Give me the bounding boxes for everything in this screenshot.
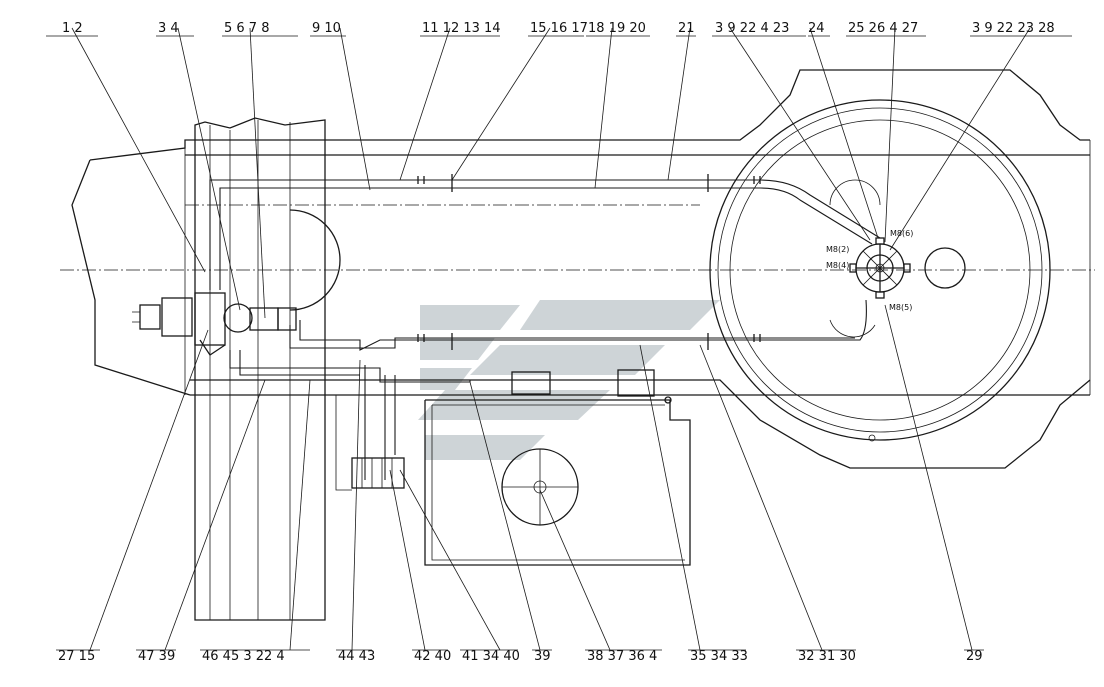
leader-lines — [71, 27, 1031, 651]
callout-bottom-8: 38 37 36 4 — [587, 649, 657, 664]
large-wheel — [709, 99, 1051, 442]
callout-bottom-2: 47 39 — [138, 649, 175, 664]
callout-bottom-5: 42 40 — [414, 649, 451, 664]
callout-bottom-1: 27 15 — [58, 649, 95, 664]
valve-bank — [351, 457, 405, 489]
callout-top-1: 1 2 — [62, 21, 83, 36]
callout-bottom-10: 32 31 30 — [798, 649, 856, 664]
pipe-routing — [209, 174, 881, 491]
callout-top-3: 5 6 7 8 — [224, 21, 269, 36]
callout-top-10: 24 — [808, 21, 825, 36]
callout-top-7: 18 19 20 — [588, 21, 646, 36]
oil-tank — [424, 369, 691, 566]
left-column — [194, 117, 341, 621]
callout-bottom-3: 46 45 3 22 4 — [202, 649, 285, 664]
main-frame — [60, 69, 1095, 469]
port-label-4: M8(4) — [826, 261, 849, 270]
pump-assembly — [132, 292, 297, 356]
port-labels: M8(6) M8(2) M8(4) M8(5) — [826, 229, 913, 312]
callout-top-5: 11 12 13 14 — [422, 21, 501, 36]
callout-bottom-4: 44 43 — [338, 649, 375, 664]
top-callouts: 1 2 3 4 5 6 7 8 9 10 11 12 13 14 15 16 1… — [46, 21, 1072, 37]
callout-top-4: 9 10 — [312, 21, 341, 36]
callout-bottom-7: 39 — [534, 649, 551, 664]
callout-bottom-11: 29 — [966, 649, 983, 664]
callout-bottom-9: 35 34 33 — [690, 649, 748, 664]
callout-top-9: 3 9 22 4 23 — [715, 21, 789, 36]
callout-top-2: 3 4 — [158, 21, 179, 36]
callout-top-12: 3 9 22 23 28 — [972, 21, 1055, 36]
bottom-callouts: 27 15 47 39 46 45 3 22 4 44 43 42 40 41 … — [56, 649, 984, 664]
callout-top-6: 15 16 17 — [530, 21, 588, 36]
port-label-6: M8(6) — [890, 229, 913, 238]
callout-top-11: 25 26 4 27 — [848, 21, 918, 36]
port-label-2: M8(2) — [826, 245, 849, 254]
port-label-5: M8(5) — [889, 303, 912, 312]
callout-top-8: 21 — [678, 21, 695, 36]
rotary-joint — [849, 237, 911, 299]
callout-bottom-6: 41 34 40 — [462, 649, 520, 664]
